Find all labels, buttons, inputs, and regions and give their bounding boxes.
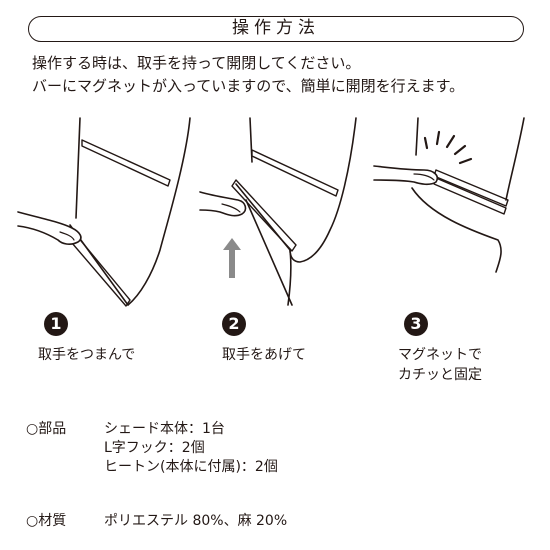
up-arrow-icon: [223, 238, 241, 278]
click-sound-icon: [423, 130, 473, 165]
shade-2-top-bar: [251, 149, 339, 197]
step-3-caption-line-2: カチッと固定: [398, 367, 482, 383]
shade-2-fold: [235, 183, 292, 306]
material-label: ○材質: [26, 513, 67, 529]
step-1-illustration: [17, 117, 191, 307]
hand-1-finger: [59, 231, 75, 241]
shade-1-top-bar: [81, 139, 171, 187]
step-1-caption: 取手をつまんで: [38, 347, 136, 363]
step-2-number-badge: 2: [222, 312, 246, 336]
shade-3-right-edge: [505, 117, 525, 201]
section-title: 操作方法: [232, 18, 320, 38]
shade-2-fold-inner: [245, 199, 293, 306]
hand-3-finger: [413, 173, 435, 181]
step-2-caption: 取手をあげて: [222, 347, 306, 363]
parts-label: ○部品: [26, 421, 67, 437]
operation-illustrations: [17, 117, 525, 307]
shade-1-right-edge: [127, 117, 191, 306]
shade-2-handle: [231, 179, 297, 252]
hand-3: [373, 165, 439, 186]
step-3-number-badge: 3: [404, 312, 428, 336]
shade-1-left-edge: [75, 117, 81, 219]
hand-1: [17, 211, 82, 245]
intro-text: 操作する時は、取手を持って開閉してください。 バーにマグネットが入っていますので…: [32, 52, 464, 98]
intro-line-1: 操作する時は、取手を持って開閉してください。: [32, 54, 361, 72]
step-3-caption-line-1: マグネットで: [398, 347, 482, 363]
parts-item-2: L字フック：2個: [104, 440, 205, 456]
shade-3-handle: [433, 177, 507, 215]
section-title-bar: 操作方法: [28, 16, 524, 42]
intro-line-2: バーにマグネットが入っていますので、簡単に開閉を行えます。: [32, 77, 465, 95]
parts-item-3: ヒートン(本体に付属)：2個: [104, 459, 278, 475]
shade-2-right-edge: [289, 117, 357, 263]
step-3-illustration: [373, 117, 525, 273]
shade-3-fold: [411, 187, 502, 273]
step-1-number-badge: 1: [44, 312, 68, 336]
step-2-illustration: [199, 117, 357, 306]
material-value: ポリエステル 80%、麻 20%: [104, 513, 288, 529]
hand-2-finger: [221, 203, 241, 213]
parts-item-1: シェード本体：1台: [104, 421, 225, 437]
shade-3-left-edge: [415, 117, 419, 156]
